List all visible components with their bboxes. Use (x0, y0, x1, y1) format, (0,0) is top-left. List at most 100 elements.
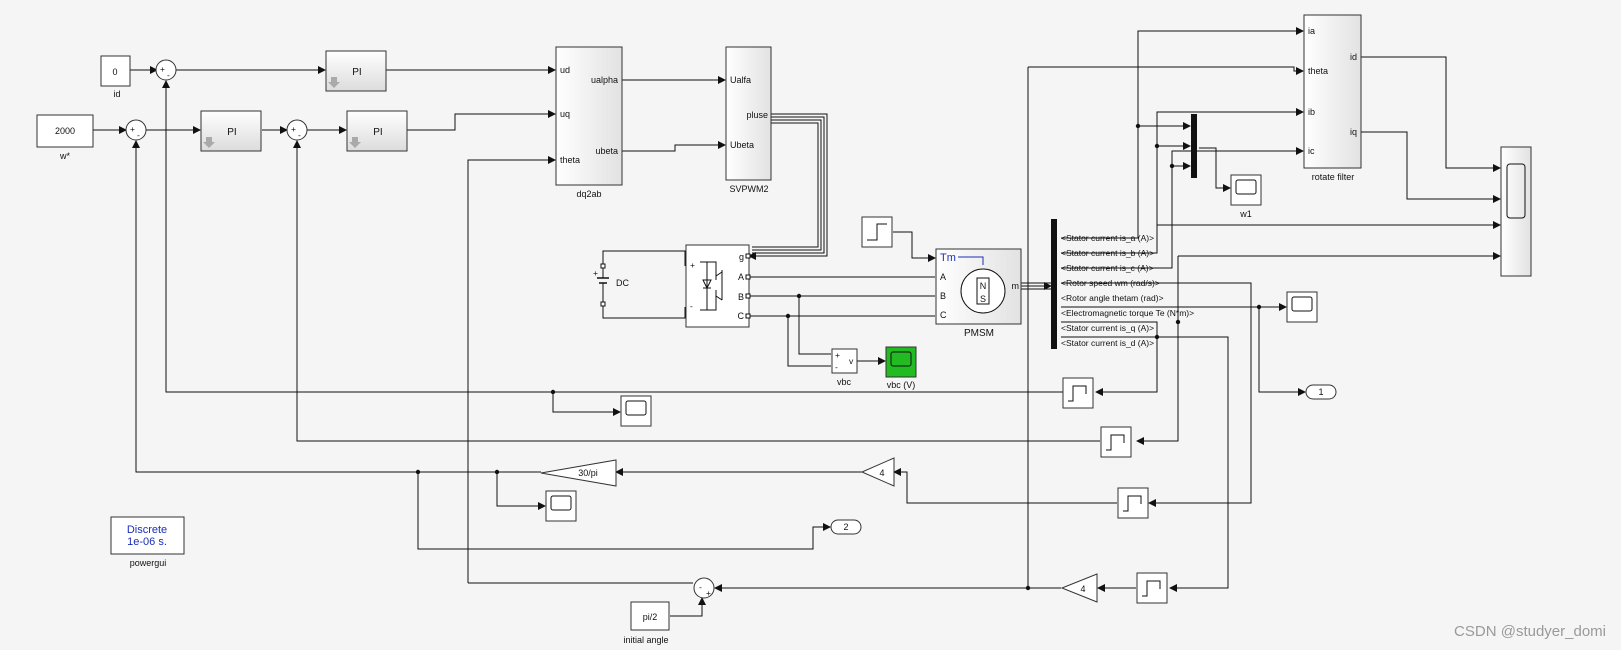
svg-text:-: - (137, 130, 140, 140)
sum-block-4[interactable]: - + (693, 577, 715, 599)
svg-text:1e-06 s.: 1e-06 s. (127, 536, 167, 548)
watermark: CSDN @studyer_domi (1454, 623, 1606, 640)
svg-text:+: + (706, 588, 711, 598)
svg-text:30/pi: 30/pi (578, 468, 598, 478)
svg-text:-: - (167, 70, 170, 80)
svg-text:-: - (699, 582, 702, 592)
svg-text:PI: PI (373, 127, 382, 138)
bus-selector-block[interactable] (1051, 219, 1057, 349)
svg-text:B: B (940, 291, 946, 301)
svg-text:DC: DC (616, 278, 629, 288)
filter-block-4[interactable] (1136, 572, 1168, 604)
svg-text:4: 4 (879, 468, 884, 478)
svg-text:rotate filter: rotate filter (1312, 172, 1355, 182)
mux-block[interactable] (1191, 114, 1197, 178)
svg-text:+: + (690, 260, 695, 270)
svg-text:<Stator current is_a (A)>: <Stator current is_a (A)> (1061, 233, 1154, 243)
svg-text:Tm: Tm (940, 252, 956, 264)
svg-text:ic: ic (1308, 146, 1315, 156)
svg-text:initial angle: initial angle (623, 635, 668, 645)
svg-text:+: + (835, 350, 840, 360)
svg-text:pi/2: pi/2 (643, 612, 658, 622)
svg-text:PI: PI (352, 67, 361, 78)
pi-controller-speed[interactable]: PI (200, 110, 262, 152)
svg-text:4: 4 (1080, 584, 1085, 594)
svg-text:ud: ud (560, 65, 570, 75)
powergui-block[interactable]: Discrete 1e-06 s. powergui (110, 516, 185, 568)
svg-text:C: C (738, 311, 745, 321)
svg-text:1: 1 (1318, 387, 1323, 397)
svg-text:<Rotor speed wm (rad/s)>: <Rotor speed wm (rad/s)> (1061, 278, 1160, 288)
svg-text:PI: PI (227, 127, 236, 138)
sum-block-1[interactable]: + - (155, 59, 177, 81)
svpwm-block[interactable]: Ualfa Ubeta pluse SVPWM2 (725, 46, 772, 194)
outport-1[interactable]: 1 (1305, 384, 1337, 400)
constant-id-block[interactable]: 0 id (100, 55, 131, 99)
svg-text:+: + (593, 268, 598, 278)
svg-text:S: S (980, 294, 986, 304)
filter-block-3[interactable] (1117, 487, 1149, 519)
bus-signal-labels: <Stator current is_a (A)> <Stator curren… (1061, 233, 1194, 348)
sum-block-3[interactable]: + - (286, 119, 308, 141)
svg-text:A: A (738, 272, 744, 282)
svg-text:A: A (940, 272, 946, 282)
wires (93, 27, 1501, 617)
svg-text:id: id (1350, 52, 1357, 62)
svg-text:+: + (160, 64, 165, 74)
gain-speed-block[interactable]: 30/pi (540, 459, 617, 487)
svg-text:ib: ib (1308, 107, 1315, 117)
dc-source-block[interactable]: DC + (593, 263, 629, 307)
svg-text:C: C (940, 310, 947, 320)
dq2ab-block[interactable]: ud uq theta ualpha ubeta dq2ab (555, 46, 623, 199)
constant-speed-block[interactable]: 2000 w* (36, 114, 94, 161)
svg-text:id: id (113, 89, 120, 99)
svg-text:B: B (738, 292, 744, 302)
svg-text:Ubeta: Ubeta (730, 140, 754, 150)
pi-controller-d[interactable]: PI (325, 50, 387, 92)
sum-block-2[interactable]: + - (125, 119, 147, 141)
gain-4-upper-block[interactable]: 4 (860, 457, 895, 487)
svg-text:m: m (1012, 281, 1020, 291)
inverter-block[interactable]: + - g A B C (685, 244, 751, 328)
svg-text:0: 0 (112, 67, 117, 77)
initial-angle-block[interactable]: pi/2 initial angle (623, 601, 670, 645)
svg-text:vbc (V): vbc (V) (887, 380, 916, 390)
svg-text:w*: w* (59, 151, 70, 161)
pmsm-block[interactable]: Tm A B C m N S PMSM (935, 248, 1022, 339)
filter-block-1[interactable] (1062, 377, 1094, 409)
svg-text:ia: ia (1308, 26, 1315, 36)
svg-text:v: v (849, 356, 854, 366)
svg-text:Discrete: Discrete (127, 524, 167, 536)
pi-controller-q[interactable]: PI (346, 110, 408, 152)
gain-4-lower-block[interactable]: 4 (1060, 573, 1098, 603)
svg-text:dq2ab: dq2ab (576, 189, 601, 199)
svg-text:-: - (690, 301, 693, 311)
rotate-filter-block[interactable]: ia theta ib ic id iq rotate filter (1303, 14, 1362, 182)
outport-2[interactable]: 2 (830, 519, 862, 535)
svg-text:w1: w1 (1239, 209, 1252, 219)
svg-text:vbc: vbc (837, 377, 852, 387)
svg-text:-: - (835, 362, 838, 372)
iq-scope-block[interactable] (620, 395, 652, 427)
scope-w1-block[interactable]: w1 (1230, 174, 1262, 219)
torque-scope-block[interactable] (1286, 291, 1318, 323)
svg-text:<Electromagnetic torque Te (N*: <Electromagnetic torque Te (N*m)> (1061, 308, 1194, 318)
junctions (415, 123, 1262, 591)
vbc-scope-block[interactable]: vbc (V) (885, 346, 917, 390)
svg-text:N: N (980, 281, 987, 291)
vbc-measurement-block[interactable]: + - v vbc (831, 348, 858, 387)
svg-text:g: g (739, 252, 744, 262)
step-block[interactable] (861, 216, 893, 248)
svg-text:ualpha: ualpha (591, 75, 618, 85)
svg-text:SVPWM2: SVPWM2 (729, 184, 768, 194)
arrow-down-icon (349, 137, 361, 148)
main-scope-block[interactable] (1500, 146, 1532, 277)
svg-text:Ualfa: Ualfa (730, 75, 751, 85)
speed-scope-block[interactable] (545, 490, 577, 522)
svg-text:<Stator current is_q (A)>: <Stator current is_q (A)> (1061, 323, 1154, 333)
svg-text:iq: iq (1350, 127, 1357, 137)
svg-text:+: + (130, 124, 135, 134)
arrow-down-icon (203, 137, 215, 148)
svg-text:powergui: powergui (130, 558, 167, 568)
filter-block-2[interactable] (1100, 426, 1132, 458)
